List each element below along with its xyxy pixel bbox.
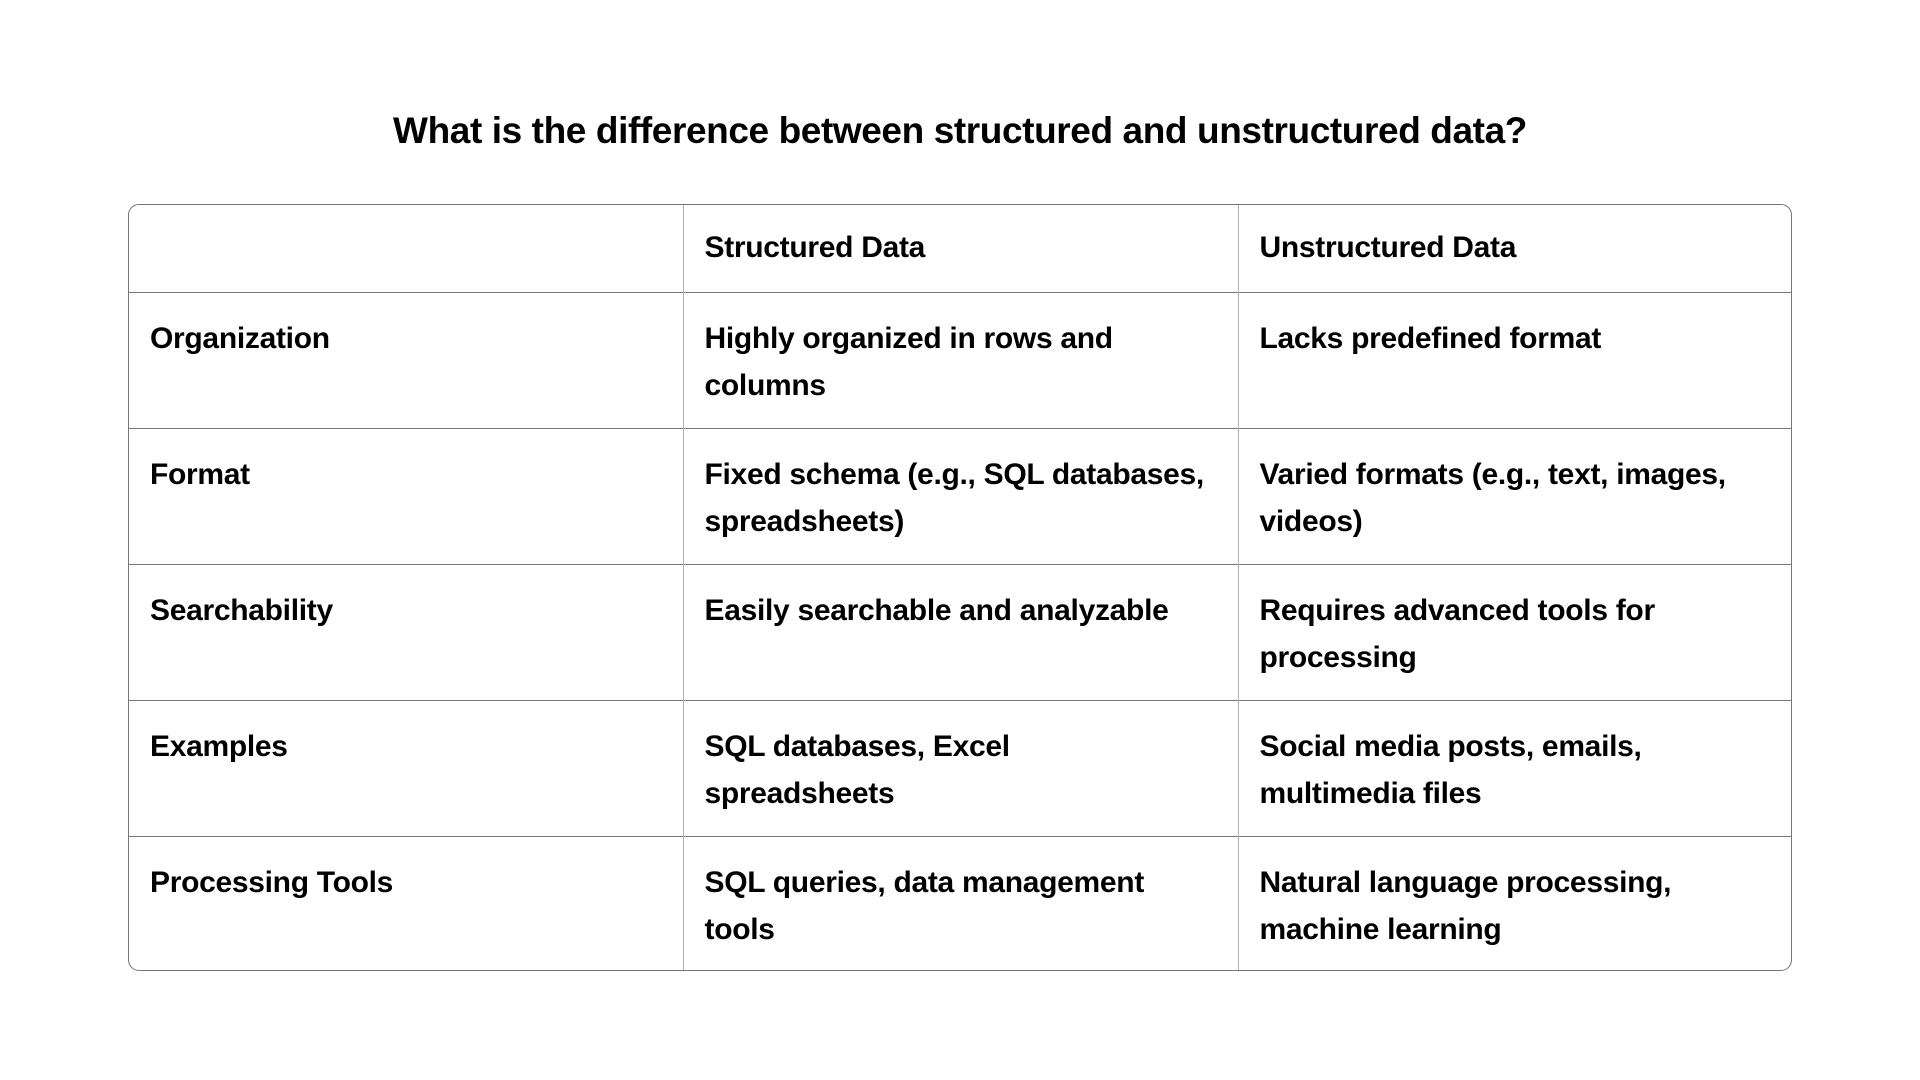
header-cell-empty: [129, 205, 683, 292]
row-label: Organization: [129, 291, 683, 428]
header-cell-structured: Structured Data: [682, 205, 1238, 292]
structured-cell: Easily searchable and analyzable: [682, 563, 1238, 700]
table-header-row: Structured Data Unstructured Data: [129, 205, 1791, 292]
comparison-table-container: Structured Data Unstructured Data Organi…: [128, 204, 1792, 971]
structured-cell: Fixed schema (e.g., SQL databases, sprea…: [682, 427, 1238, 564]
row-label: Format: [129, 427, 683, 564]
header-cell-unstructured: Unstructured Data: [1237, 205, 1791, 292]
structured-cell: SQL databases, Excel spreadsheets: [682, 699, 1238, 836]
unstructured-cell: Requires advanced tools for processing: [1237, 563, 1791, 700]
table-row-examples: Examples SQL databases, Excel spreadshee…: [129, 699, 1791, 836]
row-label: Searchability: [129, 563, 683, 700]
unstructured-cell: Varied formats (e.g., text, images, vide…: [1237, 427, 1791, 564]
row-label: Processing Tools: [129, 835, 683, 970]
unstructured-cell: Natural language processing, machine lea…: [1237, 835, 1791, 970]
table-row-format: Format Fixed schema (e.g., SQL databases…: [129, 427, 1791, 564]
unstructured-cell: Lacks predefined format: [1237, 291, 1791, 428]
unstructured-cell: Social media posts, emails, multimedia f…: [1237, 699, 1791, 836]
page-title: What is the difference between structure…: [393, 110, 1527, 151]
comparison-table: Structured Data Unstructured Data Organi…: [129, 205, 1791, 970]
structured-cell: SQL queries, data management tools: [682, 835, 1238, 970]
table-row-processing-tools: Processing Tools SQL queries, data manag…: [129, 835, 1791, 970]
table-row-organization: Organization Highly organized in rows an…: [129, 291, 1791, 428]
table-row-searchability: Searchability Easily searchable and anal…: [129, 563, 1791, 700]
row-label: Examples: [129, 699, 683, 836]
structured-cell: Highly organized in rows and columns: [682, 291, 1238, 428]
